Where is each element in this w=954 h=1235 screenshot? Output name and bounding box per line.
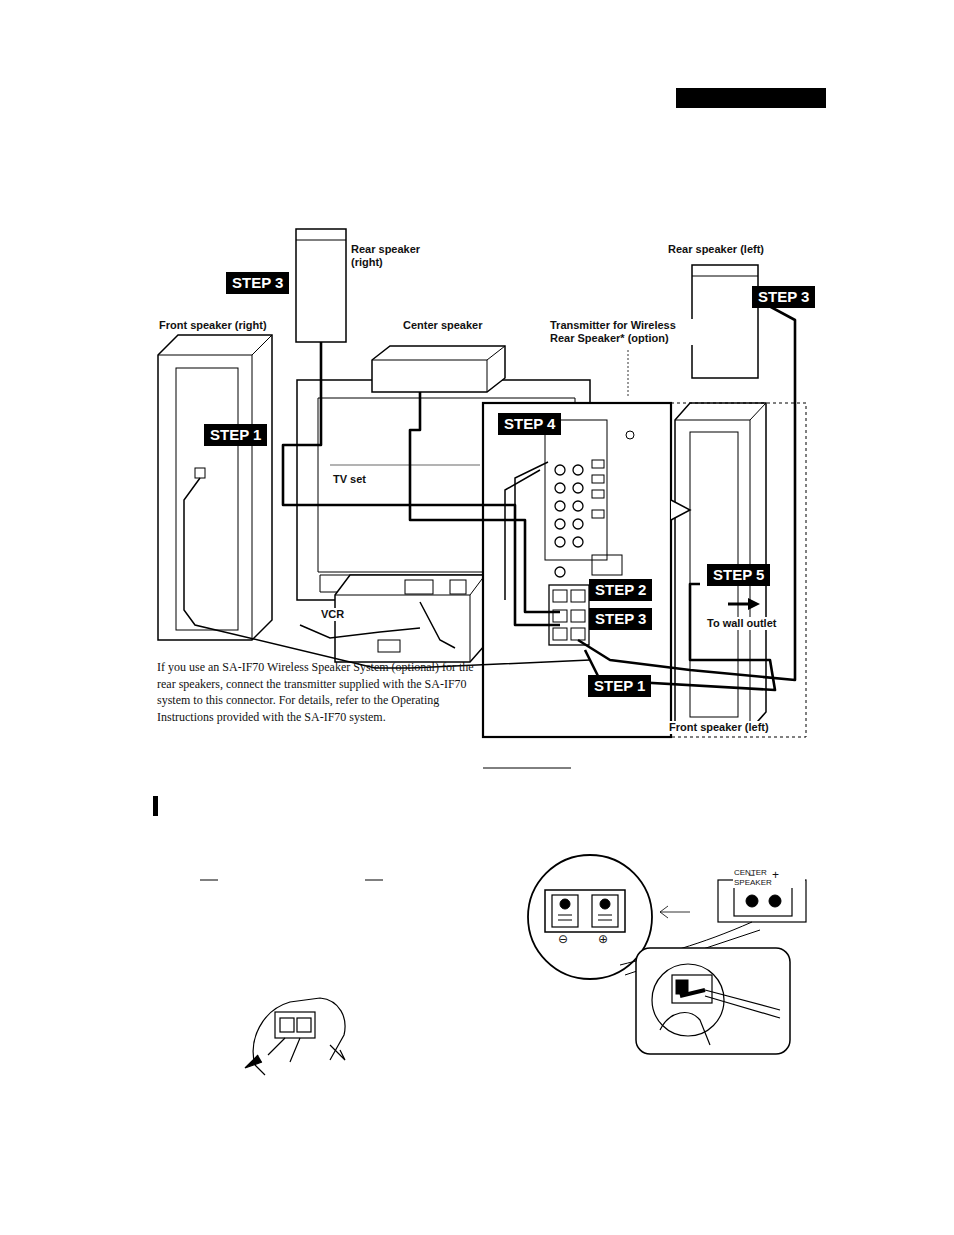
step-badge: STEP 5 bbox=[707, 564, 770, 586]
step-badge: STEP 1 bbox=[588, 675, 651, 697]
step-text: STEP 3 bbox=[758, 288, 809, 305]
polarity-sign: ⊕ bbox=[596, 933, 610, 945]
step-badge: STEP 3 bbox=[752, 286, 815, 308]
part-label: Transmitter for Wireless Rear Speaker* (… bbox=[548, 319, 702, 345]
step-badge: STEP 4 bbox=[498, 413, 561, 435]
step-text: STEP 3 bbox=[232, 274, 283, 291]
part-label: To wall outlet bbox=[705, 617, 778, 630]
step-text: STEP 5 bbox=[713, 566, 764, 583]
step-badge: STEP 3 bbox=[589, 608, 652, 630]
part-label: Center speaker bbox=[401, 319, 485, 332]
part-label: CENTER SPEAKER bbox=[733, 868, 805, 888]
part-label: TV set bbox=[331, 473, 368, 486]
step-text: STEP 3 bbox=[595, 610, 646, 627]
step-badge: STEP 2 bbox=[589, 579, 652, 601]
step-text: STEP 2 bbox=[595, 581, 646, 598]
part-label: Rear speaker (left) bbox=[666, 243, 766, 256]
polarity-sign: ⊖ bbox=[556, 933, 570, 945]
polarity-sign: + bbox=[770, 869, 781, 881]
note-text: If you use an SA-IF70 Wireless Speaker S… bbox=[155, 659, 493, 725]
step-badge: STEP 3 bbox=[226, 272, 289, 294]
step-text: STEP 1 bbox=[210, 426, 261, 443]
part-label: Front speaker (right) bbox=[157, 319, 269, 332]
part-label: Rear speaker (right) bbox=[349, 243, 438, 269]
polarity-sign: − bbox=[746, 869, 757, 881]
part-label: Front speaker (left) bbox=[667, 721, 771, 734]
part-label: VCR bbox=[319, 608, 346, 621]
step-text: STEP 1 bbox=[594, 677, 645, 694]
step-text: STEP 4 bbox=[504, 415, 555, 432]
step-badge: STEP 1 bbox=[204, 424, 267, 446]
